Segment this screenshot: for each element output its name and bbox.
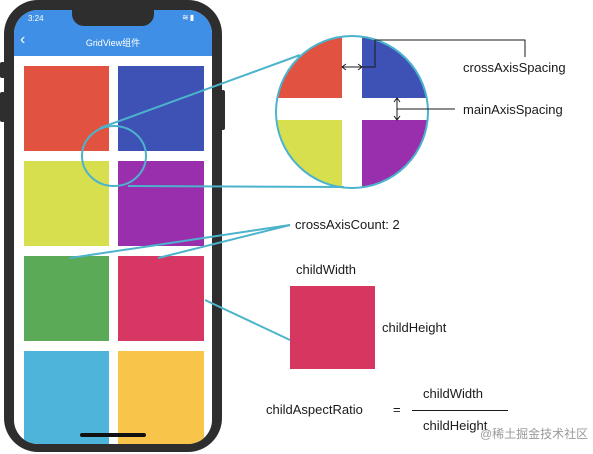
zoom-connector-line xyxy=(99,54,301,129)
zoom-circle-border xyxy=(275,35,429,189)
grid-tile[interactable] xyxy=(118,66,204,151)
cross-count-line xyxy=(157,224,291,259)
battery-icon: ▮ xyxy=(189,13,196,22)
zoom-circle xyxy=(276,36,428,188)
grid-tile[interactable] xyxy=(24,351,109,444)
grid-tile[interactable] xyxy=(24,256,109,341)
cross-count-line xyxy=(69,224,291,259)
wifi-icon: ≋ xyxy=(182,13,190,22)
child-connector-line xyxy=(204,299,291,341)
grid-tile[interactable] xyxy=(24,66,109,151)
grid-tile[interactable] xyxy=(118,161,204,246)
zoom-connector-line xyxy=(127,185,345,188)
phone-screen: 3:24 ≋▮ ‹ GridView组件 xyxy=(14,10,212,444)
child-height-label: childHeight xyxy=(382,320,447,335)
grid-tile[interactable] xyxy=(118,351,204,444)
child-width-label: childWidth xyxy=(296,262,356,277)
status-time: 3:24 xyxy=(28,14,44,23)
fraction-line xyxy=(412,410,508,411)
app-title: GridView组件 xyxy=(85,38,141,48)
cross-axis-spacing-label: crossAxisSpacing xyxy=(463,60,566,75)
phone-notch xyxy=(72,10,154,26)
volume-button xyxy=(0,92,5,122)
aspect-ratio-label: childAspectRatio xyxy=(266,402,363,417)
watermark: @稀土掘金技术社区 xyxy=(480,427,589,441)
selection-ellipse xyxy=(81,125,147,187)
equals-sign: = xyxy=(393,402,401,417)
child-square xyxy=(290,286,375,369)
volume-button xyxy=(0,62,5,78)
app-bar: ‹ GridView组件 xyxy=(14,30,212,56)
status-icons: ≋▮ xyxy=(182,13,195,22)
fraction-denominator: childHeight xyxy=(423,418,488,433)
main-axis-spacing-label: mainAxisSpacing xyxy=(463,102,563,117)
cross-axis-count-label: crossAxisCount: 2 xyxy=(295,217,400,232)
fraction-numerator: childWidth xyxy=(423,386,483,401)
grid-tile[interactable] xyxy=(118,256,204,341)
grid-tile[interactable] xyxy=(24,161,109,246)
back-arrow-icon[interactable]: ‹ xyxy=(20,31,26,48)
power-button xyxy=(220,90,225,130)
home-indicator xyxy=(80,433,146,437)
cross-spacing-leader xyxy=(352,39,526,68)
